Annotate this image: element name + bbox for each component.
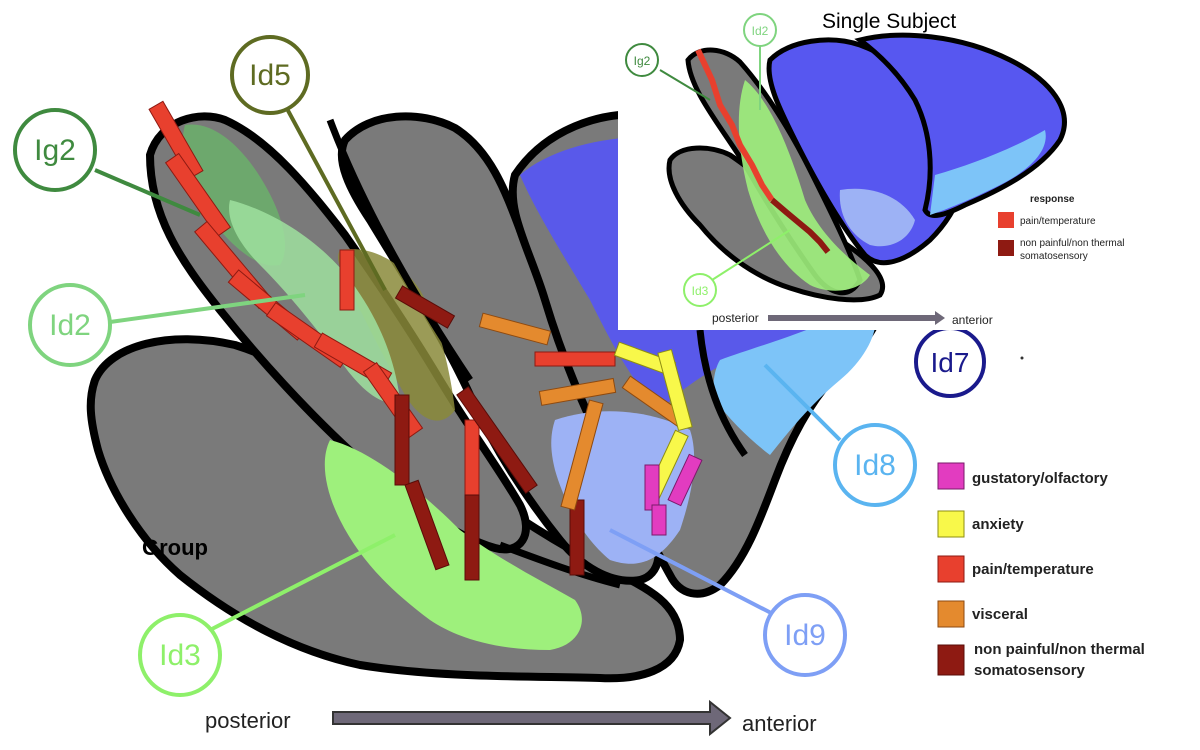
legend-label-pain: pain/temperature: [972, 561, 1094, 578]
inset-legend-title: response: [1030, 194, 1075, 205]
legend-label-anxiety: anxiety: [972, 516, 1024, 533]
inset-legend-label-somatosensory-line2: somatosensory: [1020, 251, 1088, 262]
label-circle-id9: [763, 593, 847, 677]
bar-pain: [164, 152, 232, 238]
bar-somatosensory: [464, 494, 480, 581]
leader-id8: [763, 363, 842, 442]
label-id8: Id8: [854, 449, 896, 482]
legend-label-visceral: visceral: [972, 606, 1028, 623]
legend-label-somatosensory-line2: somatosensory: [974, 662, 1086, 679]
sulcus-line-2: [696, 329, 748, 458]
inset-legend-swatch-pain: [998, 212, 1014, 228]
region-id2-fill: [229, 200, 400, 403]
inset-id8-band: [930, 130, 1046, 215]
inset-leader-ig2: [659, 69, 711, 101]
inset-label-id3: Id3: [692, 284, 709, 298]
label-circle-id2: [28, 283, 112, 367]
leader-ig2: [94, 168, 201, 217]
bar-anxiety: [657, 348, 693, 432]
single-subject-inset: Single Subject Ig2 Id2 Id3 response pain…: [618, 0, 1200, 330]
bar-visceral: [538, 377, 617, 406]
leader-id2: [109, 293, 306, 324]
label-circle-ig2: [13, 108, 97, 192]
region-id5-fill: [338, 249, 455, 421]
group-label: Group: [142, 535, 208, 560]
inset-response-pain: [695, 48, 775, 202]
label-id2: Id2: [49, 309, 91, 342]
group-map: Ig2 Id5 Id2 Id3 Id8 Id9 Id7 Group poster…: [13, 35, 986, 737]
inset-response-somatosensory: [770, 197, 831, 254]
legend-swatch-somatosensory: [937, 644, 965, 676]
label-id7: Id7: [931, 347, 970, 378]
axis-anterior-label: anterior: [742, 711, 817, 736]
leader-id9: [609, 528, 776, 617]
inset-label-circle-id3: [683, 273, 717, 307]
inset-title: Single Subject: [822, 10, 956, 33]
bar-somatosensory: [569, 499, 585, 576]
bar-gustatory: [667, 453, 703, 507]
inset-legend-swatch-somatosensory: [998, 240, 1014, 256]
bar-somatosensory: [394, 394, 410, 486]
bar-visceral: [560, 399, 604, 511]
legend-swatch-gustatory: [937, 462, 965, 490]
bar-somatosensory: [404, 479, 450, 571]
label-circle-id5: [230, 35, 310, 115]
legend-label-gustatory: gustatory/olfactory: [972, 470, 1109, 487]
bar-pain: [464, 419, 480, 496]
region-id3-fill: [324, 440, 582, 650]
inset-legend-label-pain: pain/temperature: [1020, 216, 1096, 227]
label-id5: Id5: [249, 59, 291, 92]
bar-pain: [534, 351, 616, 367]
inset-legend-label-somatosensory: non painful/non thermal: [1020, 238, 1125, 249]
label-id3: Id3: [159, 639, 201, 672]
bar-gustatory: [644, 464, 660, 511]
label-id9: Id9: [784, 619, 826, 652]
inset-lightblue-zone: [839, 188, 915, 247]
region-labels: Ig2 Id5 Id2 Id3 Id8 Id9 Id7: [13, 35, 986, 697]
inset-axis-posterior: posterior: [712, 311, 759, 325]
inset-green-zone: [738, 80, 870, 291]
legend-swatch-anxiety: [937, 510, 965, 538]
label-circle-id3: [138, 613, 222, 697]
bar-pain: [339, 249, 355, 311]
inset-label-id2: Id2: [752, 24, 769, 38]
legend-swatch-pain: [937, 555, 965, 583]
legend: gustatory/olfactory anxiety pain/tempera…: [937, 462, 1145, 679]
inset-label-circle-id2: [743, 13, 777, 47]
axis-posterior-label: posterior: [205, 708, 291, 733]
region-id8-fill: [713, 300, 876, 455]
axis-arrow: [332, 699, 732, 737]
inset-leader-id3: [711, 229, 791, 281]
bar-somatosensory: [456, 386, 538, 494]
bar-visceral: [478, 312, 552, 346]
bar-somatosensory: [394, 285, 456, 329]
label-circle-id8: [833, 423, 917, 507]
main-axis: posterior anterior: [205, 699, 817, 737]
stray-dot: [1020, 356, 1024, 360]
sulcus-line-3: [498, 541, 621, 589]
inset-label-circle-ig2: [625, 43, 659, 77]
inset-axis-arrow: [768, 311, 945, 325]
sulcus-line-1: [326, 118, 473, 382]
bar-pain: [148, 100, 204, 180]
inset-axis-anterior: anterior: [952, 313, 993, 327]
leader-id5: [283, 104, 387, 291]
legend-swatch-visceral: [937, 600, 965, 628]
inset-label-ig2: Ig2: [634, 54, 651, 68]
label-ig2: Ig2: [34, 134, 76, 167]
leader-id3: [209, 533, 396, 632]
response-bars: [148, 100, 703, 581]
bar-gustatory: [651, 504, 667, 536]
legend-label-somatosensory: non painful/non thermal: [974, 641, 1145, 658]
